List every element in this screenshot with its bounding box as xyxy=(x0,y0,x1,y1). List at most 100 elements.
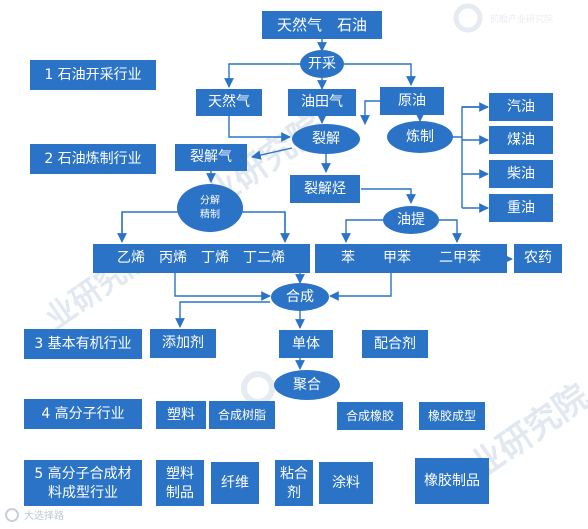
node-plastic-products-label-line2: 制品 xyxy=(166,485,194,501)
industry-molding-box xyxy=(24,460,142,506)
edge-refining-products xyxy=(453,106,487,208)
node-plastic-products-label-line1: 塑料 xyxy=(166,466,194,482)
node-fiber-label: 纤维 xyxy=(221,475,249,491)
node-compounding-agent xyxy=(362,330,428,358)
node-cracked-gas-label: 裂解气 xyxy=(190,149,232,165)
node-extraction-oil xyxy=(383,206,439,234)
node-extraction-label: 开采 xyxy=(308,56,336,72)
industry-basic-organic-box xyxy=(24,329,142,359)
node-olefins xyxy=(93,244,310,273)
industry-polymer-box xyxy=(24,399,142,429)
node-fiber xyxy=(211,462,259,504)
node-gasoline xyxy=(489,93,553,121)
node-natural-gas-label: 天然气 xyxy=(208,93,250,110)
node-separation xyxy=(177,184,243,232)
industry-labels: 1 石油开采行业 2 石油炼制行业 3 基本有机行业 4 高分子行业 5 高分子… xyxy=(24,60,156,506)
edge-synthesis-additive xyxy=(175,301,270,328)
edge-olefins-synthesis xyxy=(174,273,271,301)
edge-aromatics-synthesis xyxy=(329,273,392,301)
node-separation-label-line2: 精制 xyxy=(200,208,220,221)
node-adhesive-label-line1: 粘合 xyxy=(280,466,308,482)
node-rubber-products xyxy=(415,458,489,504)
node-refining xyxy=(387,121,453,153)
node-plastic-products xyxy=(156,460,204,506)
edge-extraction-oil-aromatics-left xyxy=(341,219,384,243)
watermark-logo-text: 前瞻产业研究院 xyxy=(490,13,553,25)
node-aromatics xyxy=(315,244,507,273)
node-heavy-oil xyxy=(489,194,553,222)
node-top-sources-label: 天然气 石油 xyxy=(277,16,367,34)
edge-natural-gas-cracking xyxy=(228,115,291,142)
edge-extraction-crude-oil xyxy=(344,63,416,86)
node-additive xyxy=(150,329,216,358)
edges xyxy=(117,39,513,370)
node-compounding-agent-label: 配合剂 xyxy=(374,336,416,352)
industry-refining-label: 2 石油炼制行业 xyxy=(44,151,141,167)
edge-cracked-hydrocarbon-extraction-oil xyxy=(361,188,416,204)
node-cracked-gas xyxy=(175,144,247,171)
node-kerosene xyxy=(489,126,553,154)
node-separation-label-line1: 分解 xyxy=(200,194,220,207)
node-diesel-label: 柴油 xyxy=(507,166,535,182)
industry-mining-box xyxy=(30,60,156,90)
node-kerosene-label: 煤油 xyxy=(507,132,535,148)
industry-molding-label-line1: 5 高分子合成材 xyxy=(34,465,131,482)
node-top-sources xyxy=(262,11,382,39)
node-diesel xyxy=(489,160,553,188)
node-pesticide-label: 农药 xyxy=(524,250,552,266)
node-oilfield-gas xyxy=(288,89,356,116)
node-synthetic-rubber xyxy=(337,402,403,430)
industry-mining-label: 1 石油开采行业 xyxy=(44,67,141,83)
node-adhesive xyxy=(275,460,313,506)
node-synthetic-resin xyxy=(209,401,275,429)
node-pesticide xyxy=(514,244,562,273)
node-aromatics-label: 苯 甲苯 二甲苯 xyxy=(341,249,481,266)
node-refining-label: 炼制 xyxy=(406,129,434,145)
node-monomer xyxy=(279,330,333,358)
node-synthesis xyxy=(271,283,329,311)
node-heavy-oil-label: 重油 xyxy=(507,200,535,216)
edge-crude-oil-cracking xyxy=(360,100,380,125)
node-extraction-oil-label: 油提 xyxy=(397,212,425,228)
node-polymerization xyxy=(274,370,340,400)
node-plastics-label: 塑料 xyxy=(167,407,195,423)
node-synthetic-resin-label: 合成树脂 xyxy=(218,407,266,422)
node-rubber-molding-label: 橡胶成型 xyxy=(428,408,476,423)
node-coating-label: 涂料 xyxy=(332,475,360,491)
node-extraction xyxy=(300,50,344,78)
edge-extraction-natural-gas xyxy=(224,63,301,88)
node-cracked-hydrocarbon xyxy=(290,175,360,203)
node-cracking xyxy=(292,124,360,154)
footer-logo-icon xyxy=(5,508,19,522)
industry-molding-label-line2: 料成型行业 xyxy=(48,485,118,501)
flow-nodes: 天然气 石油 开采 天然气 油田气 原油 裂解 炼制 汽油 煤油 柴油 重油 裂… xyxy=(93,11,562,506)
industry-polymer-label: 4 高分子行业 xyxy=(41,405,124,422)
watermark-logo-icon xyxy=(241,371,275,405)
node-synthesis-label: 合成 xyxy=(286,289,314,305)
footer-watermark: 大选择路 xyxy=(5,508,64,522)
edge-cracking-cracked-gas xyxy=(251,147,293,160)
industry-refining-box xyxy=(30,144,156,174)
node-cracked-hydrocarbon-label: 裂解烃 xyxy=(304,181,346,197)
watermark-logo-icon xyxy=(453,3,483,33)
node-polymerization-label: 聚合 xyxy=(293,377,321,393)
footer-watermark-text: 大选择路 xyxy=(24,509,64,522)
node-coating xyxy=(319,462,373,504)
node-gasoline-label: 汽油 xyxy=(507,99,535,115)
node-oilfield-gas-label: 油田气 xyxy=(301,94,343,110)
edge-extraction-oil-aromatics-right xyxy=(439,219,462,243)
node-olefins-label: 乙烯 丙烯 丁烯 丁二烯 xyxy=(117,250,285,266)
node-adhesive-label-line2: 剂 xyxy=(287,485,301,501)
node-natural-gas xyxy=(196,89,262,116)
node-additive-label: 添加剂 xyxy=(162,335,204,351)
node-synthetic-rubber-label: 合成橡胶 xyxy=(346,408,394,423)
node-crude-oil-label: 原油 xyxy=(398,93,426,109)
node-monomer-label: 单体 xyxy=(292,336,320,352)
industry-basic-organic-label: 3 基本有机行业 xyxy=(34,335,131,352)
node-cracking-label: 裂解 xyxy=(312,131,340,147)
node-crude-oil xyxy=(380,87,444,115)
node-rubber-products-label: 橡胶制品 xyxy=(424,472,480,489)
node-rubber-molding xyxy=(419,402,485,430)
node-plastics xyxy=(156,401,206,429)
